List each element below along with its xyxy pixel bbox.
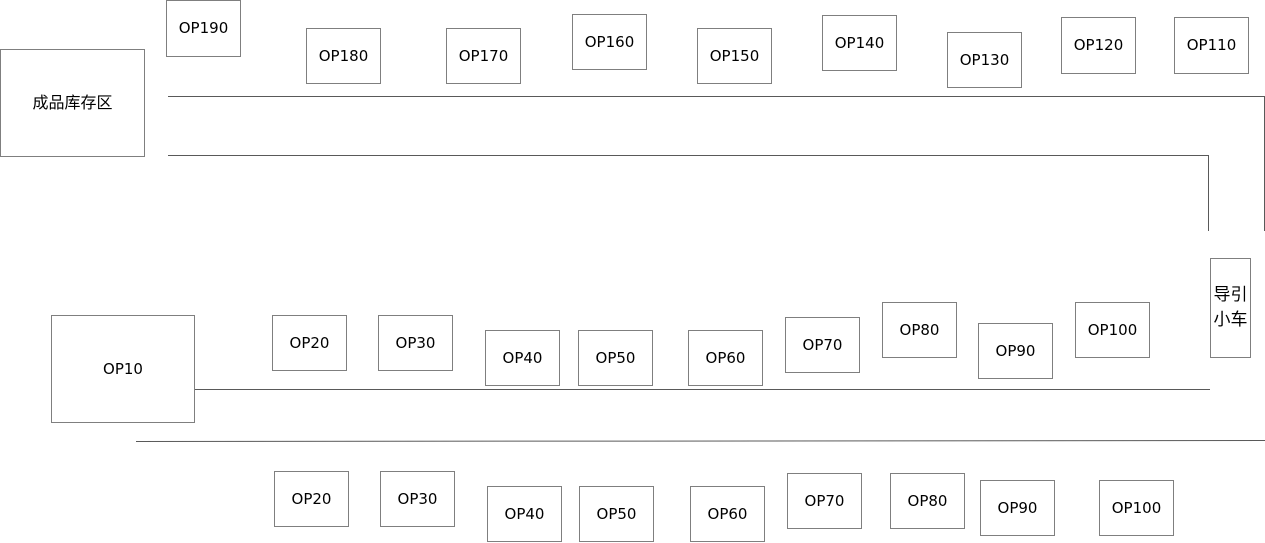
station-bottom: OP50 xyxy=(579,486,654,542)
station-label: OP150 xyxy=(709,46,760,65)
station-upper: OP140 xyxy=(822,15,897,71)
station-bottom: OP30 xyxy=(380,471,455,527)
station-upper: OP160 xyxy=(572,14,647,70)
station-label: OP160 xyxy=(584,32,635,51)
main-station-label: OP10 xyxy=(103,359,143,378)
station-bottom: OP80 xyxy=(890,473,965,529)
station-upper: OP120 xyxy=(1061,17,1136,74)
top-line-upper xyxy=(168,96,1265,97)
middle-line xyxy=(195,389,1210,390)
main-station: OP10 xyxy=(51,315,195,423)
station-bottom: OP70 xyxy=(787,473,862,529)
guided-cart: 导引 小车 xyxy=(1210,258,1251,358)
top-line-lower-right-drop xyxy=(1208,155,1209,231)
station-label: OP120 xyxy=(1073,36,1124,55)
station-middle: OP60 xyxy=(688,330,763,386)
station-middle: OP90 xyxy=(978,323,1053,379)
station-label: OP30 xyxy=(397,489,438,508)
station-label: OP60 xyxy=(705,348,746,367)
station-label: OP180 xyxy=(318,46,369,65)
station-bottom: OP90 xyxy=(980,480,1055,536)
station-label: OP50 xyxy=(595,348,636,367)
station-label: OP140 xyxy=(834,33,885,52)
station-label: OP50 xyxy=(596,504,637,523)
station-label: OP90 xyxy=(997,498,1038,517)
station-middle: OP50 xyxy=(578,330,653,386)
station-bottom: OP20 xyxy=(274,471,349,527)
station-label: OP100 xyxy=(1087,320,1138,339)
station-label: OP30 xyxy=(395,333,436,352)
station-bottom: OP100 xyxy=(1099,480,1174,536)
station-label: OP60 xyxy=(707,504,748,523)
station-middle: OP40 xyxy=(485,330,560,386)
finished-goods-storage: 成品库存区 xyxy=(0,49,145,157)
top-line-lower xyxy=(168,155,1209,156)
station-label: OP110 xyxy=(1186,36,1237,55)
station-upper: OP110 xyxy=(1174,17,1249,74)
station-upper: OP180 xyxy=(306,28,381,84)
station-upper: OP130 xyxy=(947,32,1022,88)
station-middle: OP80 xyxy=(882,302,957,358)
station-label: OP40 xyxy=(502,348,543,367)
guided-cart-label-line1: 导引 xyxy=(1213,284,1248,305)
station-upper: OP150 xyxy=(697,28,772,84)
station-bottom: OP40 xyxy=(487,486,562,542)
station-upper: OP190 xyxy=(166,0,241,57)
station-label: OP70 xyxy=(804,491,845,510)
station-label: OP80 xyxy=(899,320,940,339)
station-label: OP190 xyxy=(178,19,229,38)
station-label: OP100 xyxy=(1111,498,1162,517)
station-label: OP170 xyxy=(458,46,509,65)
bottom-line xyxy=(135,440,1265,442)
station-label: OP70 xyxy=(802,335,843,354)
finished-goods-storage-label: 成品库存区 xyxy=(32,93,113,113)
station-label: OP20 xyxy=(291,489,332,508)
station-upper: OP170 xyxy=(446,28,521,84)
station-middle: OP30 xyxy=(378,315,453,371)
guided-cart-label-line2: 小车 xyxy=(1213,310,1248,330)
station-label: OP130 xyxy=(959,50,1010,69)
station-label: OP20 xyxy=(289,333,330,352)
station-label: OP80 xyxy=(907,491,948,510)
station-middle: OP100 xyxy=(1075,302,1150,358)
station-middle: OP70 xyxy=(785,317,860,373)
station-label: OP90 xyxy=(995,341,1036,360)
station-middle: OP20 xyxy=(272,315,347,371)
station-label: OP40 xyxy=(504,504,545,523)
station-bottom: OP60 xyxy=(690,486,765,542)
